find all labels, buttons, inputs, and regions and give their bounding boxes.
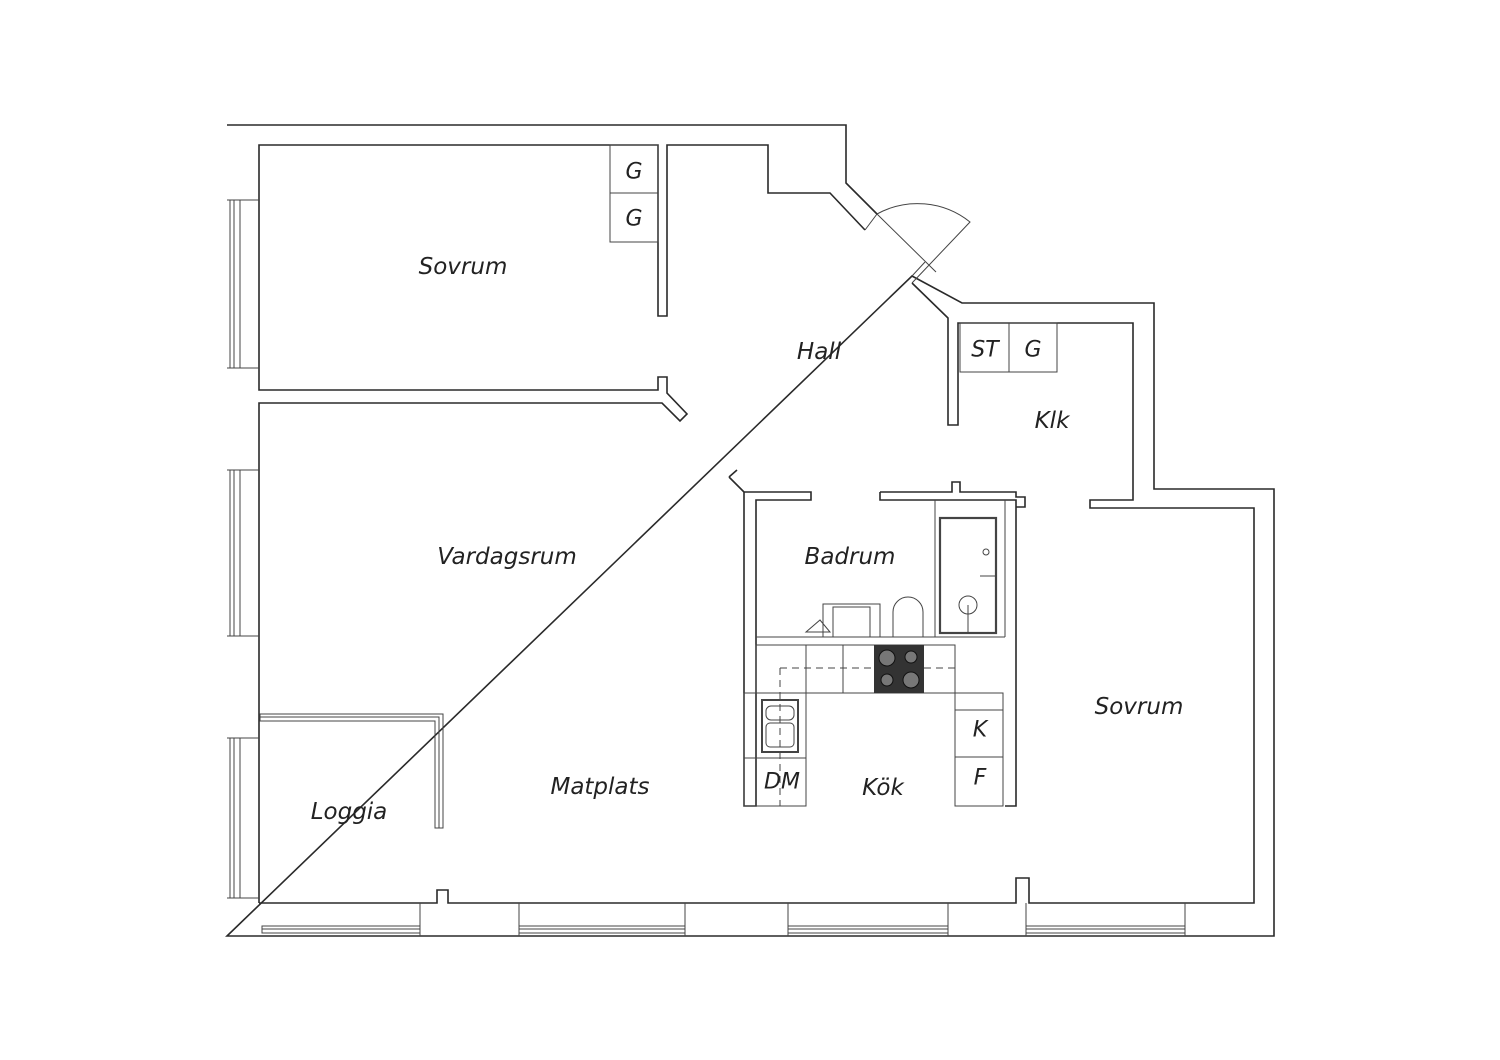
outer-wall — [225, 124, 1275, 937]
room-label-loggia: Loggia — [310, 799, 388, 825]
appliance-label-dm: DM — [764, 769, 800, 795]
room-label-hall: Hall — [796, 339, 842, 365]
wall-sovrum-north — [258, 144, 866, 903]
room-label-vardagsrum: Vardagsrum — [437, 544, 577, 570]
room-label-matplats: Matplats — [550, 774, 650, 800]
appliance-label-f: F — [973, 765, 987, 791]
room-label-kok: Kök — [862, 775, 904, 801]
closet-label-g: G — [1024, 337, 1042, 363]
room-label-badrum: Badrum — [804, 544, 896, 570]
closets — [609, 144, 1058, 373]
room-label-sovrum: Sovrum — [418, 254, 508, 280]
room-label-klk: Klk — [1034, 408, 1070, 434]
room-label-sovrum-2: Sovrum — [1094, 694, 1184, 720]
closet-label-g: G — [625, 206, 643, 232]
windows — [227, 199, 1186, 936]
bathroom-fixtures — [804, 516, 998, 638]
stove-icon — [874, 645, 924, 693]
wall-bath-kitchen — [728, 469, 1026, 807]
loggia-railing — [259, 713, 444, 829]
wall-hall-east — [259, 282, 1255, 904]
closet-label-g: G — [625, 159, 643, 185]
closet-label-st: ST — [971, 337, 999, 363]
appliance-label-k: K — [972, 717, 988, 743]
entry-door — [864, 203, 971, 284]
